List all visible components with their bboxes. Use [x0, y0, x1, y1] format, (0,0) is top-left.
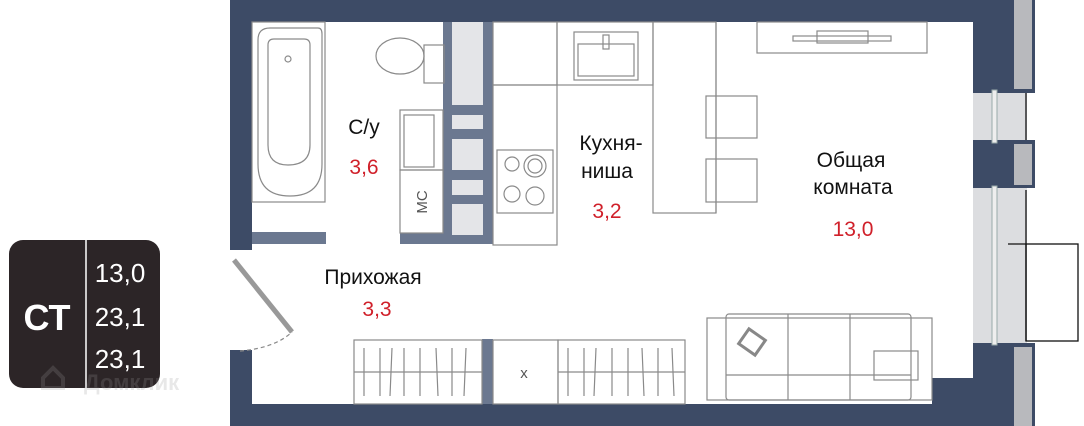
living-area: 13,0 [95, 258, 146, 288]
room-name-living-line2: комната [813, 176, 893, 199]
window [973, 93, 1027, 140]
fridge-label: х [520, 365, 528, 382]
room-name-kitchen-line1: Кухня- [579, 132, 642, 155]
watermark: Домклик [41, 365, 180, 395]
apartment-type: СТ [23, 297, 70, 338]
room-area-bathroom: 3,6 [349, 156, 378, 179]
shaft-slots [452, 22, 483, 235]
stove [496, 149, 554, 214]
window [973, 188, 1027, 343]
fridge [492, 339, 559, 405]
outer-walls [230, 0, 1035, 426]
apartment-badge: СТ 13,0 23,1 23,1 [9, 240, 160, 388]
bathtub [251, 21, 326, 203]
room-name-living-line1: Общая [817, 149, 886, 172]
room-area-living: 13,0 [833, 218, 874, 241]
domclick-logo-icon [41, 365, 65, 390]
windows [973, 89, 1027, 346]
entrance-door[interactable] [232, 258, 294, 334]
sofa[interactable] [706, 313, 933, 401]
toilet [375, 37, 445, 84]
total-area: 23,1 [95, 302, 146, 332]
svg-text:Домклик: Домклик [84, 370, 180, 395]
balcony-lines [1008, 93, 1079, 342]
room-name-kitchen-line2: ниша [581, 160, 633, 183]
chairs [705, 22, 758, 213]
room-name-bathroom: С/у [348, 116, 380, 139]
tv-stand [756, 21, 928, 54]
room-area-kitchen: 3,2 [592, 200, 621, 223]
facade-strips [1014, 0, 1032, 426]
room-name-hallway: Прихожая [324, 266, 421, 289]
kitchen-counters [492, 21, 717, 246]
bathroom-sink [399, 109, 444, 234]
total-area-2: 23,1 [95, 344, 146, 374]
room-area-hallway: 3,3 [362, 298, 391, 321]
washer-label: МС [414, 190, 431, 213]
